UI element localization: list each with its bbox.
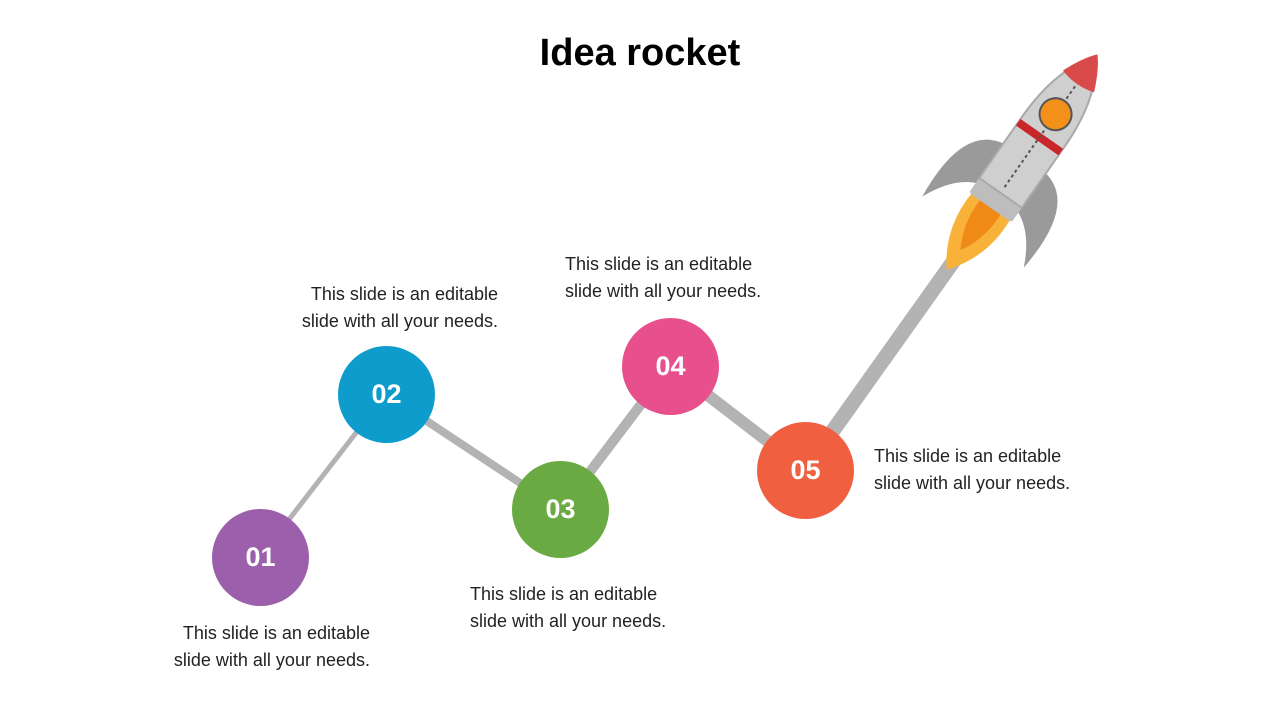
step-02-circle: 02 — [338, 346, 435, 443]
step-01-caption-line2: slide with all your needs. — [173, 650, 370, 670]
rocket-icon — [922, 54, 1098, 270]
step-05-caption-line2: slide with all your needs. — [874, 473, 1071, 493]
step-04-caption-line2: slide with all your needs. — [565, 281, 762, 301]
step-05-circle: 05 — [757, 422, 854, 519]
step-03-caption-line1: This slide is an editable — [470, 584, 658, 604]
step-03-circle: 03 — [512, 461, 609, 558]
step-01-caption-line1: This slide is an editable — [182, 623, 370, 643]
step-03-caption: This slide is an editable slide with all… — [470, 581, 700, 635]
step-05-caption: This slide is an editable slide with all… — [874, 443, 1104, 497]
step-04-caption-line1: This slide is an editable — [565, 254, 753, 274]
step-04-caption: This slide is an editable slide with all… — [565, 251, 795, 305]
step-04-circle: 04 — [622, 318, 719, 415]
step-01-number: 01 — [245, 542, 276, 572]
step-03-number: 03 — [545, 494, 576, 524]
step-05-caption-line1: This slide is an editable — [874, 446, 1062, 466]
step-02-caption-line2: slide with all your needs. — [301, 311, 498, 331]
step-01-circle: 01 — [212, 509, 309, 606]
step-05-number: 05 — [790, 455, 821, 485]
step-01-caption: This slide is an editable slide with all… — [150, 620, 370, 674]
step-02-caption: This slide is an editable slide with all… — [278, 281, 498, 335]
step-04-number: 04 — [655, 351, 686, 381]
slide-title: Idea rocket — [539, 32, 741, 74]
step-03-caption-line2: slide with all your needs. — [470, 611, 667, 631]
step-02-number: 02 — [371, 379, 402, 409]
step-02-caption-line1: This slide is an editable — [310, 284, 498, 304]
